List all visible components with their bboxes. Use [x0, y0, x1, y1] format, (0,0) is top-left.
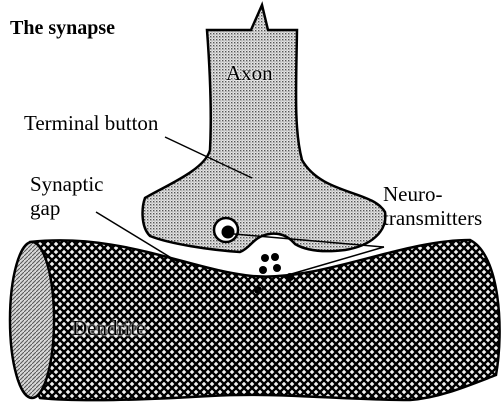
diagram-title: The synapse: [10, 16, 115, 40]
neurotransmitter-molecule: [261, 254, 269, 262]
synaptic-gap-label-line1: Synaptic: [30, 172, 104, 196]
axon-terminal-shape: [143, 5, 386, 252]
synaptic-gap-label-line2: gap: [30, 196, 60, 220]
neurotransmitters-label-line2: transmitters: [383, 206, 482, 230]
neurotransmitter-molecule: [273, 264, 281, 272]
axon-label: Axon: [226, 61, 273, 85]
neurotransmitter-molecule: [271, 253, 279, 261]
neurotransmitter-molecule: [259, 266, 267, 274]
dendrite-end: [10, 242, 54, 398]
neurotransmitters-label-line1: Neuro-: [383, 182, 442, 206]
terminal-button-label: Terminal button: [24, 111, 158, 135]
vesicle-inner: [222, 226, 235, 239]
neurotransmitter-molecule: [254, 286, 262, 294]
dendrite-label: Dendrite: [72, 316, 145, 340]
